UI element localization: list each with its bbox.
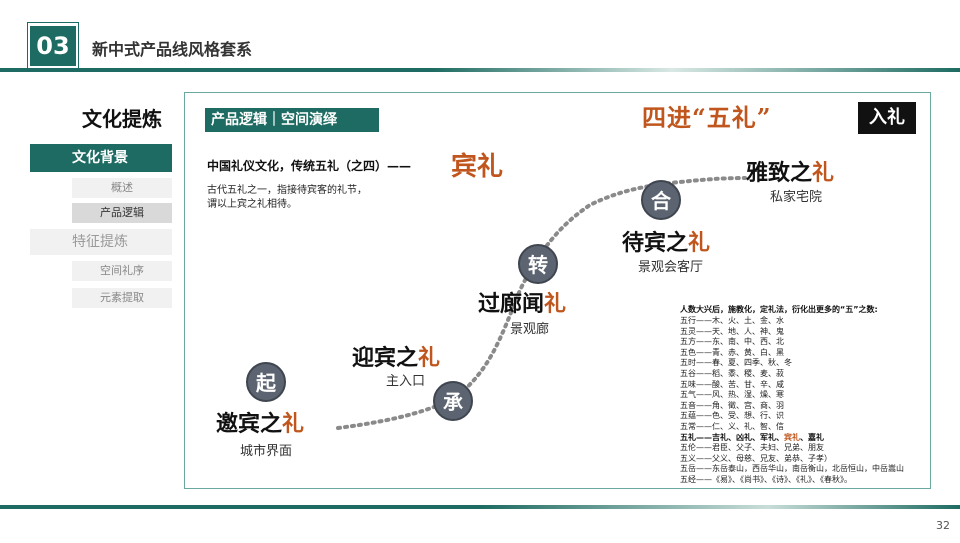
intro-desc-line: 谓以上宾之礼相待。: [207, 199, 297, 210]
list-item: 五岳——东岳泰山，西岳华山，南岳衡山，北岳恒山，中岳嵩山: [680, 464, 904, 474]
stage-name-text: 过廊闻: [478, 291, 545, 317]
content-frame: [184, 92, 931, 489]
stage-name-yingbin: 迎宾之礼: [352, 340, 440, 372]
list-item: 五伦——君臣、父子、夫妇、兄弟、朋友: [680, 443, 824, 453]
list-item: 五灵——天、地、人、神、鬼: [680, 326, 784, 336]
sidebar-item-element-extraction[interactable]: 元素提取: [72, 288, 172, 308]
stage-sub-courtyard: 私家宅院: [770, 190, 823, 205]
stage-name-guolang: 过廊闻礼: [478, 286, 566, 318]
list-item: 五味——酸、苦、甘、辛、咸: [680, 379, 784, 389]
sidebar-item-product-logic[interactable]: 产品逻辑: [72, 203, 172, 223]
intro-description: 古代五礼之一，指接待宾客的礼节， 谓以上宾之礼相待。: [207, 184, 367, 212]
stage-circle-zhuan: 转: [518, 244, 558, 284]
main-heading: 四进“五礼”: [642, 103, 772, 132]
list-item: 五音——角、徵、宫、商、羽: [680, 400, 784, 410]
five-list: 五行——木、火、土、金、水 五灵——天、地、人、神、鬼 五方——东、南、中、西、…: [680, 316, 904, 486]
intro-accent: 宾礼: [451, 152, 504, 182]
page-title: 新中式产品线风格套系: [92, 40, 253, 59]
list-item: 五行——木、火、土、金、水: [680, 316, 784, 325]
stage-sub-corridor: 景观廊: [510, 322, 550, 337]
list-item: 五蕴——色、受、想、行、识: [680, 411, 784, 421]
five-list-heading: 人数大兴后，施教化，定礼法，衍化出更多的“五”之数:: [680, 305, 878, 314]
page-number: 32: [936, 519, 950, 532]
stage-sub-entrance: 主入口: [386, 374, 426, 389]
hl-pre: 五礼——吉礼、凶礼、军礼、: [680, 432, 784, 442]
stage-name-accent: 礼: [688, 230, 711, 256]
hl-post: 、嘉礼: [800, 432, 824, 442]
sidebar-item-spatial-order[interactable]: 空间礼序: [72, 261, 172, 281]
hl-key: 宾礼: [784, 432, 800, 442]
stage-name-accent: 礼: [282, 411, 305, 437]
list-item: 五经——《易》、《尚书》、《诗》、《礼》、《春秋》。: [680, 474, 852, 484]
list-item-highlight: 五礼——吉礼、凶礼、军礼、宾礼、嘉礼: [680, 433, 904, 444]
stage-name-text: 雅致之: [746, 160, 813, 186]
stage-name-text: 迎宾之: [352, 345, 419, 371]
stage-name-yaobin: 邀宾之礼: [216, 406, 304, 438]
list-item: 五义——父义、母慈、兄友、弟恭、子孝）: [680, 453, 832, 463]
stage-name-accent: 礼: [812, 160, 835, 186]
footer-divider: [0, 505, 960, 509]
stage-name-accent: 礼: [418, 345, 441, 371]
list-item: 五谷——稻、黍、稷、麦、菽: [680, 368, 784, 378]
list-item: 五常——仁、义、礼、智、信: [680, 421, 784, 431]
list-item: 五时——春、夏、四季、秋、冬: [680, 358, 792, 368]
stage-sub-lounge: 景观会客厅: [638, 260, 704, 275]
intro-desc-line: 古代五礼之一，指接待宾客的礼节，: [207, 185, 367, 196]
list-item: 五色——青、赤、黄、白、黑: [680, 347, 784, 357]
sidebar-item-overview[interactable]: 概述: [72, 178, 172, 198]
stage-circle-qi: 起: [246, 362, 286, 402]
header-divider: [0, 68, 960, 72]
list-item: 五方——东、南、中、西、北: [680, 337, 784, 347]
stage-sub-city: 城市界面: [240, 444, 293, 459]
list-item: 五气——风、热、湿、燥、寒: [680, 390, 784, 400]
stage-name-text: 邀宾之: [216, 411, 283, 437]
sidebar-item-feature-extraction[interactable]: 特征提炼: [30, 229, 172, 255]
stage-name-text: 待宾之: [622, 230, 689, 256]
stage-name-accent: 礼: [544, 291, 567, 317]
ruli-stamp: 入礼: [858, 102, 916, 134]
stage-circle-cheng: 承: [433, 381, 473, 421]
section-tag: 产品逻辑｜空间演绎: [205, 108, 379, 132]
stage-circle-he: 合: [641, 180, 681, 220]
section-number: 03: [30, 26, 76, 66]
sidebar-title: 文化提炼: [82, 107, 162, 131]
sidebar-item-culture-background[interactable]: 文化背景: [30, 144, 172, 172]
intro-title: 中国礼仪文化，传统五礼（之四）——: [207, 159, 412, 173]
stage-name-daibin: 待宾之礼: [622, 225, 710, 257]
stage-name-yazhi: 雅致之礼: [746, 155, 834, 187]
